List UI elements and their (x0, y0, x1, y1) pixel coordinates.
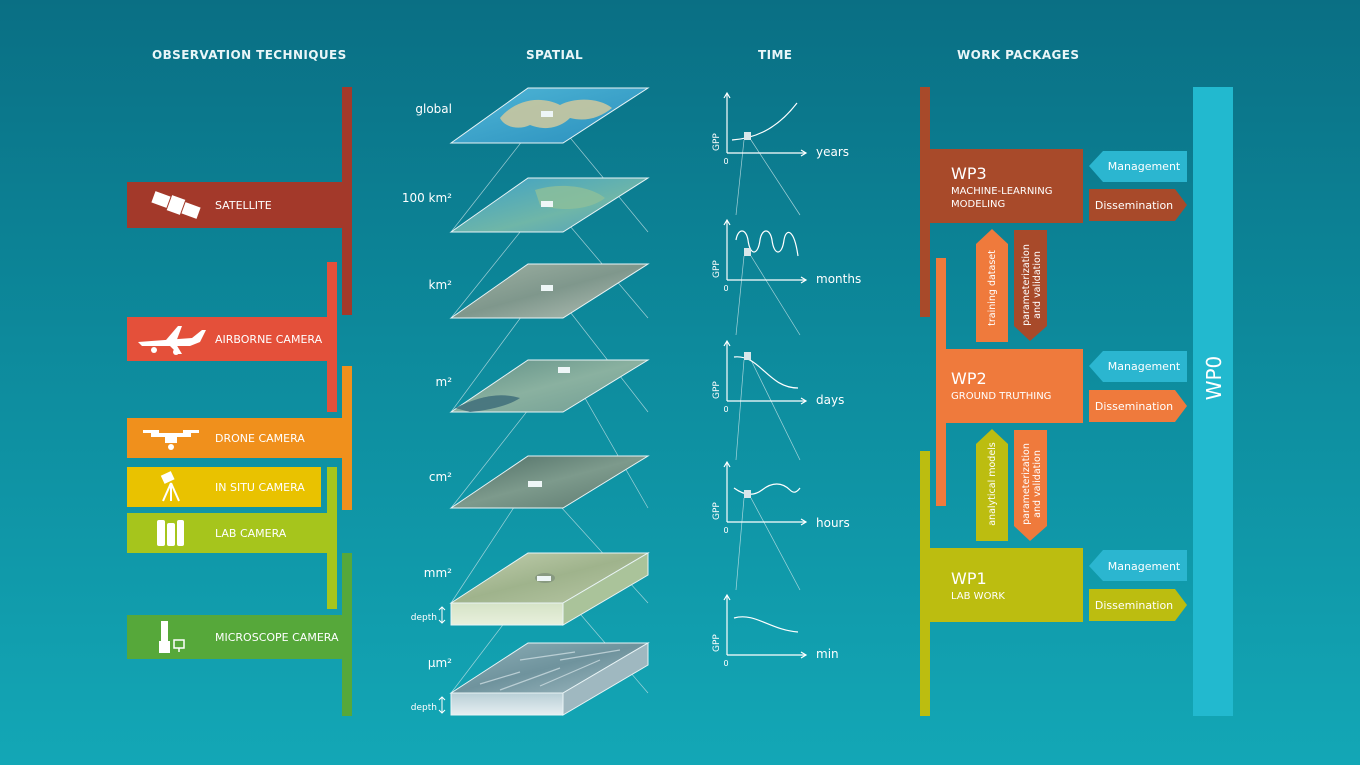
in-situ-camera-bar (127, 467, 321, 507)
wp1-management-arrow (1089, 550, 1187, 581)
origin-label-hours: 0 (723, 526, 728, 535)
layer-label-100km: 100 km² (402, 191, 452, 205)
gpp-label-days: GPP (712, 381, 722, 399)
microscope-camera-label: MICROSCOPE CAMERA (215, 631, 339, 644)
training-dataset-arrow (976, 229, 1008, 342)
time-plot-days (723, 339, 808, 405)
gpp-label-hours: GPP (712, 502, 722, 520)
time-unit-months: months (816, 272, 861, 286)
layer-label-m: m² (436, 375, 453, 389)
time-unit-years: years (816, 145, 849, 159)
wp2-box (936, 349, 1083, 423)
work-packages: WP0 WP3 MACHINE-LEARNING MODELING WP2 GR… (920, 87, 1233, 716)
wp2-management-arrow (1089, 351, 1187, 382)
spatial-layer-cm (449, 455, 650, 509)
wp3-id: WP3 (951, 164, 987, 183)
header-work-packages: WORK PACKAGES (957, 48, 1080, 62)
wp0-bar (1193, 87, 1233, 716)
wp1-dissemination-label: Dissemination (1095, 599, 1173, 612)
parameterization-upper-label: parameterizationand validation (1021, 244, 1043, 326)
wp1-box (920, 548, 1083, 622)
wp2-id: WP2 (951, 369, 987, 388)
origin-label-min: 0 (723, 659, 728, 668)
time-plot-min (723, 593, 808, 659)
time-unit-hours: hours (816, 516, 850, 530)
tripod-camera-icon (160, 471, 180, 502)
time-plot-years (723, 91, 808, 157)
microscope-icon (159, 621, 185, 653)
airplane-icon (138, 326, 206, 355)
layer-label-cm: cm² (429, 470, 452, 484)
wp3-management-arrow (1089, 151, 1187, 182)
drone-camera-bar (127, 418, 352, 458)
origin-label-years: 0 (723, 157, 728, 166)
depth-label-um: depth (411, 703, 437, 713)
spatial-layer-100km (449, 177, 650, 233)
gpp-label-months: GPP (712, 260, 722, 278)
wp0-label: WP0 (1202, 356, 1226, 401)
wp3-dissemination-arrow (1089, 189, 1187, 221)
wp3-box (920, 149, 1083, 223)
wp2-title: GROUND TRUTHING (951, 391, 1051, 402)
spatial-stack: global 100 km² km² m² cm² mm² µm² depth … (402, 87, 650, 716)
time-unit-min: min (816, 647, 839, 661)
training-dataset-label: training dataset (987, 250, 998, 326)
wp1-management-label: Management (1108, 560, 1181, 573)
time-unit-days: days (816, 393, 844, 407)
lab-camera-label: LAB CAMERA (215, 527, 287, 540)
airborne-camera-bar (127, 317, 337, 361)
wp2-dissemination-label: Dissemination (1095, 400, 1173, 413)
gpp-label-min: GPP (712, 634, 722, 652)
gpp-label-years: GPP (712, 133, 722, 151)
spatial-layer-um (449, 642, 650, 716)
origin-label-days: 0 (723, 405, 728, 414)
parameterization-lower-label: parameterizationand validation (1021, 443, 1043, 525)
spatial-layer-global (449, 87, 650, 144)
analytical-models-label: analytical models (987, 442, 998, 526)
spatial-layer-m (449, 359, 650, 413)
satellite-label: SATELLITE (215, 199, 272, 212)
wp3-title-line2: MODELING (951, 199, 1005, 210)
layer-label-um: µm² (428, 656, 452, 670)
spatial-layer-km (449, 263, 650, 319)
wp2-dissemination-arrow (1089, 390, 1187, 422)
drone-camera-label: DRONE CAMERA (215, 432, 305, 445)
wp1-title: LAB WORK (951, 591, 1005, 602)
depth-label-mm: depth (411, 613, 437, 623)
parameterization-upper-arrow (1014, 230, 1047, 341)
time-plot-hours (723, 460, 808, 526)
origin-label-months: 0 (723, 284, 728, 293)
layer-label-global: global (415, 102, 452, 116)
header-observation-techniques: OBSERVATION TECHNIQUES (152, 48, 347, 62)
parameterization-lower-arrow (1014, 430, 1047, 541)
depth-marker-um (438, 696, 446, 714)
time-plot-months (723, 218, 808, 284)
layer-label-mm: mm² (424, 566, 452, 580)
satellite-icon (151, 191, 201, 219)
spatial-layer-mm (449, 552, 650, 626)
wp1-dissemination-arrow (1089, 589, 1187, 621)
header-time: TIME (758, 48, 793, 62)
layer-label-km: km² (429, 278, 453, 292)
time-plots: GPP GPP GPP GPP GPP 0 0 0 0 0 years mont… (712, 91, 861, 668)
wp2-management-label: Management (1108, 360, 1181, 373)
airborne-camera-label: AIRBORNE CAMERA (215, 333, 323, 346)
depth-marker-mm (438, 606, 446, 624)
header-spatial: SPATIAL (526, 48, 584, 62)
wp3-management-label: Management (1108, 160, 1181, 173)
in-situ-camera-label: IN SITU CAMERA (215, 481, 305, 494)
wp1-id: WP1 (951, 569, 987, 588)
wp3-dissemination-label: Dissemination (1095, 199, 1173, 212)
lab-camera-icon (157, 520, 184, 546)
wp3-title: MACHINE-LEARNING (951, 186, 1053, 197)
observation-techniques-group: SATELLITE AIRBORNE CAMERA DRONE CAMERA I… (127, 87, 352, 716)
analytical-models-arrow (976, 429, 1008, 541)
drone-icon (143, 430, 199, 450)
